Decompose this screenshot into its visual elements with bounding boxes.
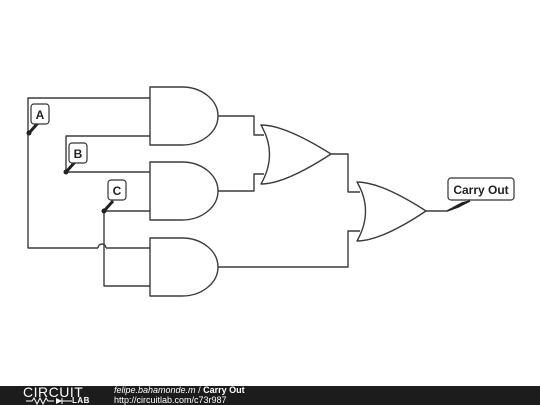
author-name[interactable]: felipe.bahamonde.m xyxy=(114,385,196,395)
wires xyxy=(27,97,447,287)
and-gate-1 xyxy=(149,86,219,146)
circuit-url[interactable]: http://circuitlab.com/c73r987 xyxy=(114,394,227,405)
wire-and2-out xyxy=(218,173,264,192)
input-a-label: A xyxy=(36,108,45,122)
wire-a-hop xyxy=(97,243,107,249)
wire-or1-out xyxy=(331,153,360,193)
or-gate-1 xyxy=(260,124,332,185)
wire-c-down xyxy=(103,211,150,287)
footer-bar: CIRCUIT LAB felipe.bahamonde.m / Carry O… xyxy=(0,384,540,405)
input-c[interactable]: C xyxy=(101,179,127,214)
wire-a-down xyxy=(27,132,98,249)
logo-text-top: CIRCUIT xyxy=(23,384,84,400)
input-b[interactable]: B xyxy=(63,142,88,175)
circuit-title[interactable]: Carry Out xyxy=(203,385,245,395)
wire-and3-out xyxy=(218,230,360,268)
and-gate-3 xyxy=(149,237,219,297)
logo-text-bottom: LAB xyxy=(72,396,90,405)
circuit-diagram: A B C Carry Out xyxy=(26,86,515,297)
wire-and1-out xyxy=(218,115,264,136)
or-gate-2 xyxy=(356,181,427,242)
output-carry-out[interactable]: Carry Out xyxy=(446,177,515,212)
and-gate-2 xyxy=(149,161,219,221)
circuit-meta: felipe.bahamonde.m / Carry Out http://ci… xyxy=(114,385,245,405)
input-a[interactable]: A xyxy=(26,103,50,136)
wire-b xyxy=(65,135,150,172)
output-label: Carry Out xyxy=(453,183,508,197)
input-c-label: C xyxy=(113,184,122,198)
input-b-label: B xyxy=(74,147,83,161)
circuitlab-logo[interactable]: CIRCUIT LAB xyxy=(20,384,110,405)
title-separator: / xyxy=(195,385,204,395)
resistor-diode-icon xyxy=(26,397,72,405)
